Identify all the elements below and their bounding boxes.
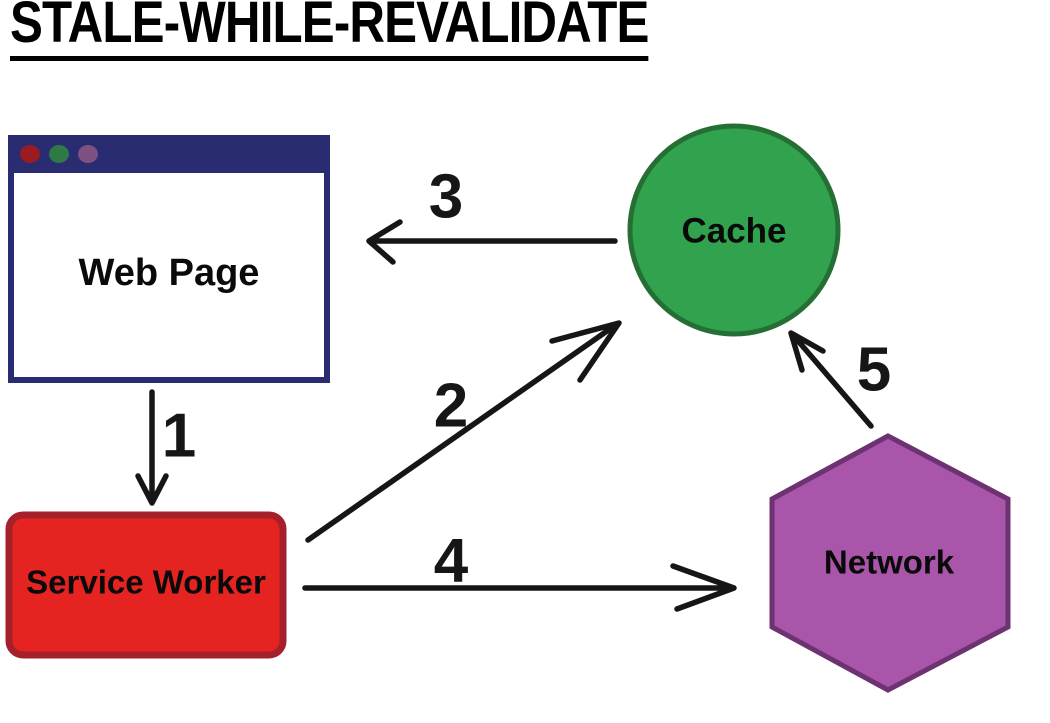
network-hexagon (769, 433, 1011, 693)
cache-circle (627, 123, 841, 337)
network-node: Network (769, 433, 1011, 693)
step-number-2: 2 (434, 372, 468, 441)
step-number-4: 4 (434, 527, 469, 596)
page-title-text: STALE-WHILE-REVALIDATE (10, 0, 649, 61)
step-number-3: 3 (429, 163, 463, 232)
network-label: Network (824, 544, 955, 581)
service-worker-label: Service Worker (26, 564, 266, 601)
window-close-icon (20, 145, 40, 163)
cache-label: Cache (681, 212, 786, 251)
step-number-5: 5 (857, 336, 891, 405)
arrow-3-cache-to-webpage (366, 219, 618, 265)
service-worker-box (5, 511, 287, 659)
arrow-5-network-to-cache (788, 330, 874, 429)
web-page-node: Web Page (8, 135, 330, 383)
step-number-1: 1 (162, 402, 196, 471)
service-worker-node: Service Worker (5, 511, 287, 659)
arrow-1-webpage-to-serviceworker (135, 389, 169, 506)
page-title: STALE-WHILE-REVALIDATE (10, 0, 761, 61)
browser-window-frame (8, 135, 330, 383)
arrow-4-serviceworker-to-network (302, 563, 737, 612)
window-minimize-icon (49, 145, 69, 163)
web-page-label: Web Page (79, 252, 260, 294)
arrow-2-serviceworker-to-cache (305, 320, 622, 543)
cache-node: Cache (627, 123, 841, 337)
window-maximize-icon (78, 145, 98, 163)
